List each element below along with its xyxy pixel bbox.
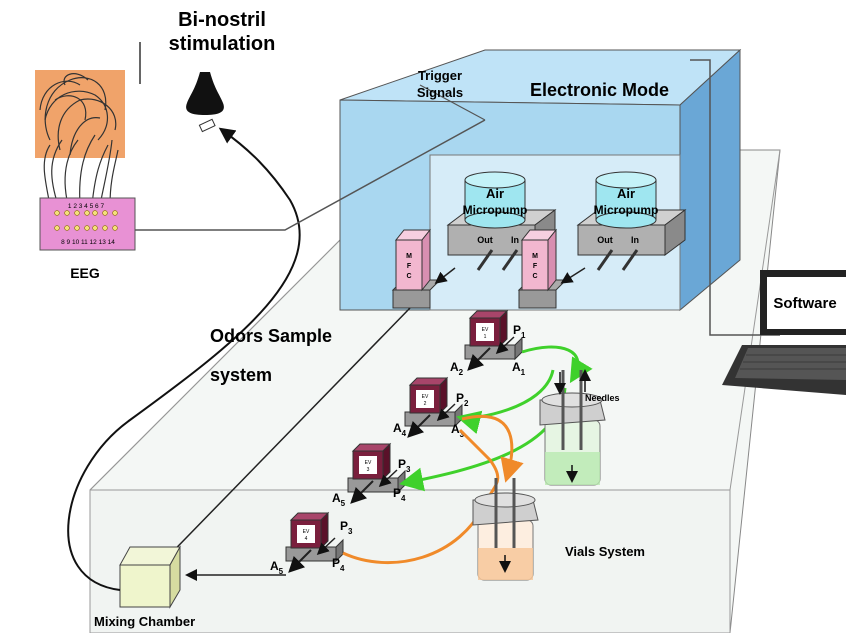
ev-label: EV [303,529,310,535]
ev-valve-1: EV 1 [464,309,523,361]
a2-label: A2 [450,360,464,377]
mfc-m-label: M [532,253,538,260]
mfc-f-label: F [533,263,538,270]
trigger-signal-line [135,119,486,231]
mixing-chamber-label: Mixing Chamber [94,614,195,629]
mfc-m-label: M [406,253,412,260]
nose-icon [139,42,224,133]
eeg-bottom-numbers: 8 9 10 11 12 13 14 [61,239,115,246]
mfc-2: M F C [517,228,568,309]
in-label: In [631,235,639,245]
a5b-label: A5 [270,559,284,576]
output-tube [67,127,301,591]
ev-number: 3 [367,467,370,473]
eeg-label: EEG [70,265,100,281]
electronic-mode-label-bracket [690,59,780,336]
in-label: In [511,235,519,245]
p2-label: P2 [456,391,469,408]
p4-label: P4 [393,486,406,503]
eeg-top-numbers: 1 2 3 4 5 6 7 [68,203,105,210]
laptop-icon [722,270,846,395]
ev-label: EV [422,394,429,400]
signals-label: Signals [417,85,463,100]
a3-label: A3 [451,422,465,439]
ev-number: 2 [424,401,427,407]
trigger-label: Trigger [418,68,462,83]
mfc-f-label: F [407,263,412,270]
vial-2 [472,478,539,581]
ev-number: 4 [305,536,308,542]
micropump-label: Micropump [594,203,659,217]
p1-label: P1 [513,323,526,340]
port-labels: P1 A1 A2 P2 A3 A4 P3 P4 A5 P3 A5 P4 [270,323,526,576]
p3b-label: P3 [340,519,353,536]
air-micropump-2: Air Micropump Out In [576,171,687,271]
a5-label: A5 [332,491,346,508]
out-label: Out [597,235,613,245]
mfc-1: M F C [391,228,442,309]
air-label: Air [486,186,504,201]
vial-1 [539,369,606,486]
mfc-c-label: C [532,273,537,280]
p4b-label: P4 [332,556,345,573]
ev-number: 1 [484,334,487,340]
a4-label: A4 [393,421,407,438]
micropump-label: Micropump [463,203,528,217]
eeg-device: 1 2 3 4 5 6 7 8 9 10 11 12 13 14 [35,70,136,251]
air-label: Air [617,186,635,201]
out-label: Out [477,235,493,245]
needles-label: Needles [585,393,620,403]
mfc-c-label: C [406,273,411,280]
vials-system-label: Vials System [565,544,645,559]
software-label: Software [773,295,836,312]
a1-label: A1 [512,360,526,377]
ev-label: EV [365,460,372,466]
mixing-chamber [119,545,181,609]
odors-sample-label: Odors Sample [210,326,332,346]
electronic-mode-label: Electronic Mode [530,80,669,100]
stimulation-label: stimulation [169,33,276,55]
ev-label: EV [482,327,489,333]
system-label: system [210,365,272,385]
bi-nostril-label: Bi-nostril [178,9,266,31]
